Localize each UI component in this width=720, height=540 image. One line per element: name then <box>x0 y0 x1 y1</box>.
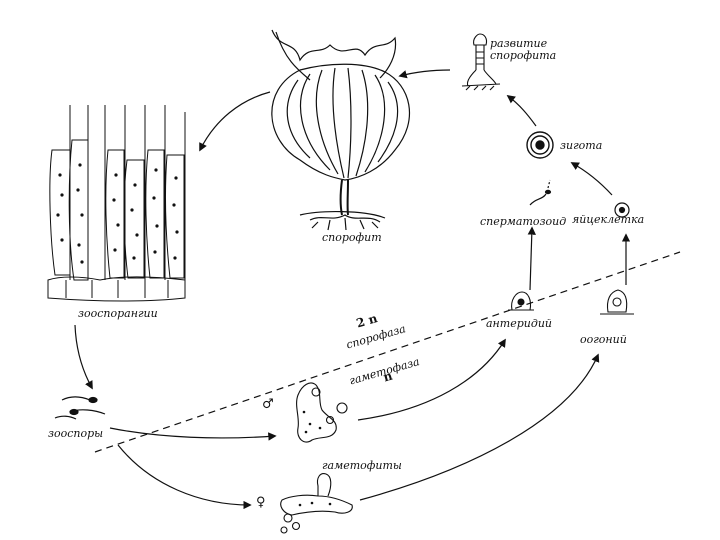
label-spermatozoid: сперматозоид <box>480 215 567 228</box>
oogonium-illustration <box>600 289 634 315</box>
label-sporophyte-development: развитие спорофита <box>490 37 557 62</box>
arrow-antheridium-to-spermatozoid <box>527 226 536 291</box>
antheridium-illustration <box>508 291 534 311</box>
male-gametophyte-illustration <box>296 382 348 443</box>
arrow-sporophyte-to-zoosporangia <box>199 91 271 152</box>
label-sporophyte: спорофит <box>322 231 382 244</box>
arrow-zoospores-to-male-gametophyte <box>109 427 277 441</box>
arrow-zygote-to-development <box>506 94 537 127</box>
developing-sporophyte-illustration <box>461 33 501 91</box>
spermatozoid-illustration <box>529 179 552 206</box>
male-symbol: ♂ <box>262 397 274 412</box>
label-gametophytes: гаметофиты <box>322 459 402 472</box>
cycle-arrows <box>74 69 631 510</box>
label-oogonium: оогоний <box>580 333 627 346</box>
arrow-gametophyte-to-antheridium <box>357 338 506 421</box>
label-zygote: зигота <box>560 139 603 152</box>
zoosporangia-illustration <box>47 105 186 302</box>
label-zoospores: зооспоры <box>48 427 104 440</box>
arrow-zoospores-to-female-gametophyte <box>117 444 252 510</box>
zygote-illustration <box>526 131 554 159</box>
label-antheridium: антеридий <box>486 317 553 330</box>
arrow-egg-to-zygote <box>570 162 613 196</box>
phase-boundary-line <box>94 251 681 453</box>
arrow-zoosporangia-to-zoospores <box>74 324 93 390</box>
egg-cell-illustration <box>614 202 630 218</box>
zoospores-illustration <box>54 396 106 420</box>
sporophyte-illustration <box>271 29 410 231</box>
female-symbol: ♀ <box>256 495 266 510</box>
female-gametophyte-illustration <box>280 473 353 534</box>
arrow-gametophyte-to-oogonium <box>359 353 600 501</box>
label-egg-cell: яйцеклетка <box>572 213 645 226</box>
arrow-development-to-sporophyte <box>398 69 451 79</box>
label-zoosporangia: зооспорангии <box>78 307 158 320</box>
